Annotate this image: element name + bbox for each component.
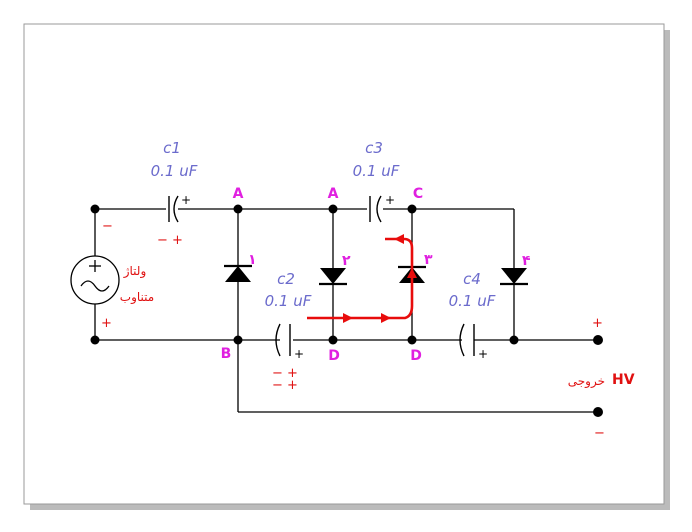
node-label-d2: D	[410, 348, 422, 364]
node-a2	[328, 204, 338, 214]
c1-under-polarity: − +	[157, 233, 183, 248]
c4-plus-mark: +	[478, 347, 488, 361]
c3-plus-mark: +	[385, 193, 395, 207]
source-label-line2: متناوب	[120, 290, 154, 305]
current-arrow-3	[407, 268, 417, 278]
current-arrow-1	[343, 313, 353, 323]
c4-name: c4	[463, 270, 481, 288]
c2-under-polarity-1: − +	[272, 366, 298, 381]
output-minus-sign: −	[594, 426, 605, 441]
c3-value: 0.1 uF	[353, 162, 400, 180]
diode-3-number: ۳	[424, 252, 433, 268]
node-b	[233, 335, 243, 345]
capacitor-c3	[369, 195, 382, 223]
wires	[94, 208, 598, 413]
node-label-b: B	[221, 346, 232, 362]
terminal-output-minus	[593, 407, 603, 417]
current-path	[307, 234, 417, 323]
node-label-a2: A	[328, 186, 339, 202]
capacitor-c4	[459, 323, 475, 357]
c1-name: c1	[163, 139, 181, 157]
node-source-bottom	[90, 335, 100, 345]
capacitor-c1	[168, 195, 179, 223]
frame-border	[23, 23, 665, 505]
node-label-d1: D	[328, 348, 340, 364]
output-label-hv: HV	[612, 372, 635, 388]
c2-plus-mark: +	[294, 347, 304, 361]
diode-4-icon	[500, 268, 528, 286]
node-a1	[233, 204, 243, 214]
diode-4-number: ۴	[522, 253, 531, 269]
diode-2-number: ۲	[342, 253, 351, 269]
node-c	[407, 204, 417, 214]
c2-under-polarity-2: − +	[272, 378, 298, 393]
node-c4-right	[509, 335, 519, 345]
node-label-a1: A	[233, 186, 244, 202]
output-plus-sign: +	[592, 316, 603, 331]
diode-1-icon	[224, 264, 252, 282]
c2-value: 0.1 uF	[265, 292, 312, 310]
current-arrow-4	[394, 234, 404, 244]
output-label-fa: خروجی	[568, 374, 605, 389]
node-label-c: C	[413, 186, 423, 202]
ac-source-icon	[70, 255, 120, 305]
c1-value: 0.1 uF	[151, 162, 198, 180]
node-source-top	[90, 204, 100, 214]
source-minus-sign: −	[102, 219, 113, 234]
terminal-output-plus	[593, 335, 603, 345]
current-arrow-2	[381, 313, 391, 323]
node-d1	[328, 335, 338, 345]
source-plus-sign: +	[101, 316, 112, 331]
c4-value: 0.1 uF	[449, 292, 496, 310]
c3-name: c3	[365, 139, 383, 157]
c1-plus-mark: +	[181, 193, 191, 207]
node-d2	[407, 335, 417, 345]
junction-nodes	[90, 204, 603, 417]
source-label-line1: ولتاژ	[123, 264, 147, 279]
diode-2-icon	[319, 268, 347, 286]
c2-name: c2	[277, 270, 295, 288]
capacitor-c2	[275, 323, 291, 357]
diode-1-number: ۱	[248, 252, 257, 268]
